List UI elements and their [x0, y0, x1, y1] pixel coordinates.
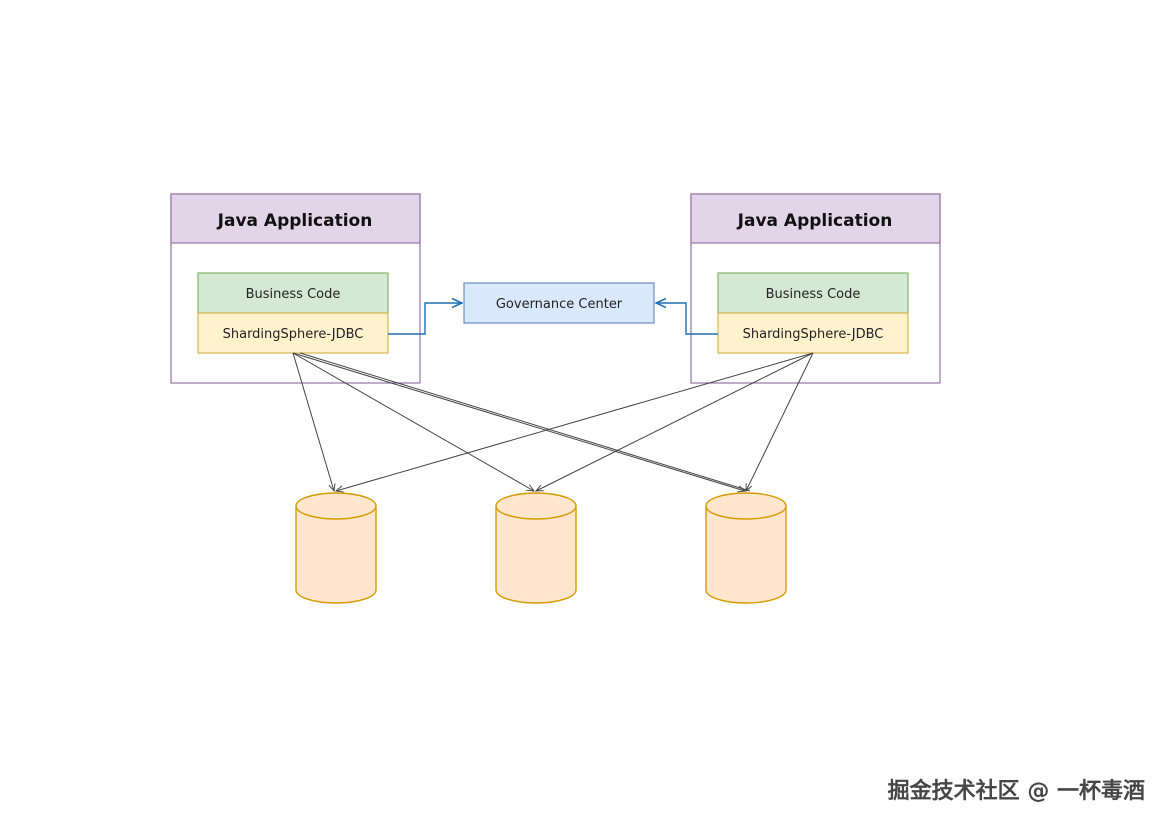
business-code-label-left: Business Code	[246, 287, 341, 302]
database-connectors	[292, 352, 814, 492]
connector-left-db1	[292, 352, 334, 491]
database-1	[295, 492, 377, 604]
watermark: 掘金技术社区 @ 一杯毒酒	[888, 778, 1145, 804]
business-code-box-left	[197, 272, 389, 314]
connector-left-db3-b	[299, 352, 751, 492]
app-header-left	[170, 193, 421, 244]
connector-right-db2	[536, 352, 814, 491]
governance-center-label: Governance Center	[496, 297, 623, 312]
connector-right-db3	[746, 352, 814, 491]
jdbc-box-left	[197, 312, 389, 354]
java-application-right: Java Application Business Code ShardingS…	[690, 193, 941, 384]
connector-right-to-governance	[656, 303, 718, 335]
database-3	[705, 492, 787, 604]
java-application-left: Java Application Business Code ShardingS…	[170, 193, 421, 384]
app-title-right: Java Application	[737, 211, 893, 231]
connector-left-to-governance	[388, 303, 462, 335]
connector-left-db2	[292, 352, 534, 491]
jdbc-label-left: ShardingSphere-JDBC	[223, 327, 364, 342]
jdbc-label-right: ShardingSphere-JDBC	[743, 327, 884, 342]
connector-right-db1	[336, 352, 814, 491]
app-header-right	[690, 193, 941, 244]
governance-center-box	[463, 282, 655, 324]
governance-center: Governance Center	[463, 282, 655, 324]
connector-left-db3	[292, 352, 745, 491]
app-title-left: Java Application	[217, 211, 373, 231]
business-code-box-right	[717, 272, 909, 314]
database-2-icon	[495, 492, 577, 604]
jdbc-box-right	[717, 312, 909, 354]
business-code-label-right: Business Code	[766, 287, 861, 302]
database-3-icon	[705, 492, 787, 604]
database-2	[495, 492, 577, 604]
database-1-icon	[295, 492, 377, 604]
